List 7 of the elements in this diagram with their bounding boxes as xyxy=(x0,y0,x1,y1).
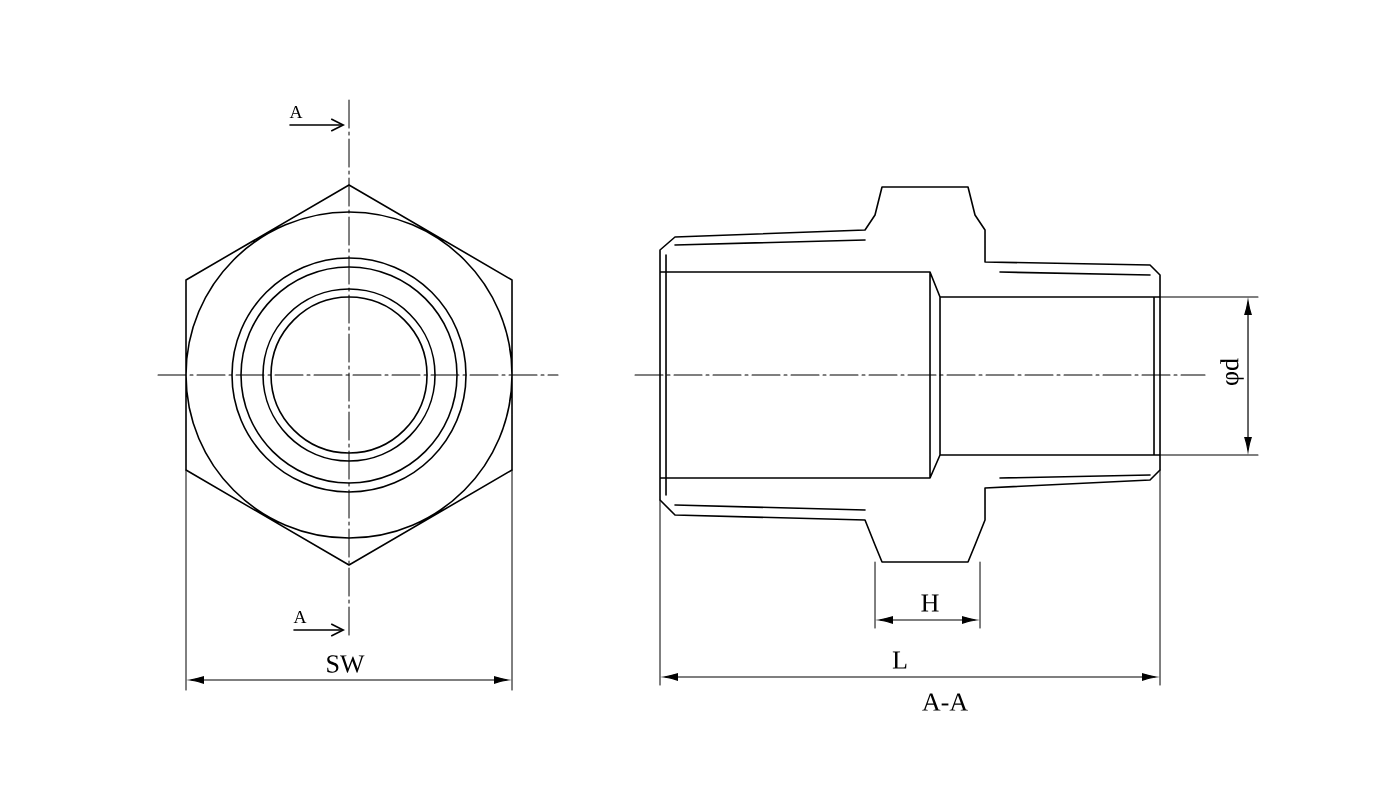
section-label: A xyxy=(293,611,307,623)
dimension-label: H xyxy=(921,594,939,612)
dimension-label: φd xyxy=(1220,358,1244,385)
dimension-label: SW xyxy=(327,655,365,673)
dimension-label: L xyxy=(892,651,907,669)
section-label: A xyxy=(289,106,303,118)
dimension-label: A-A xyxy=(922,693,968,711)
